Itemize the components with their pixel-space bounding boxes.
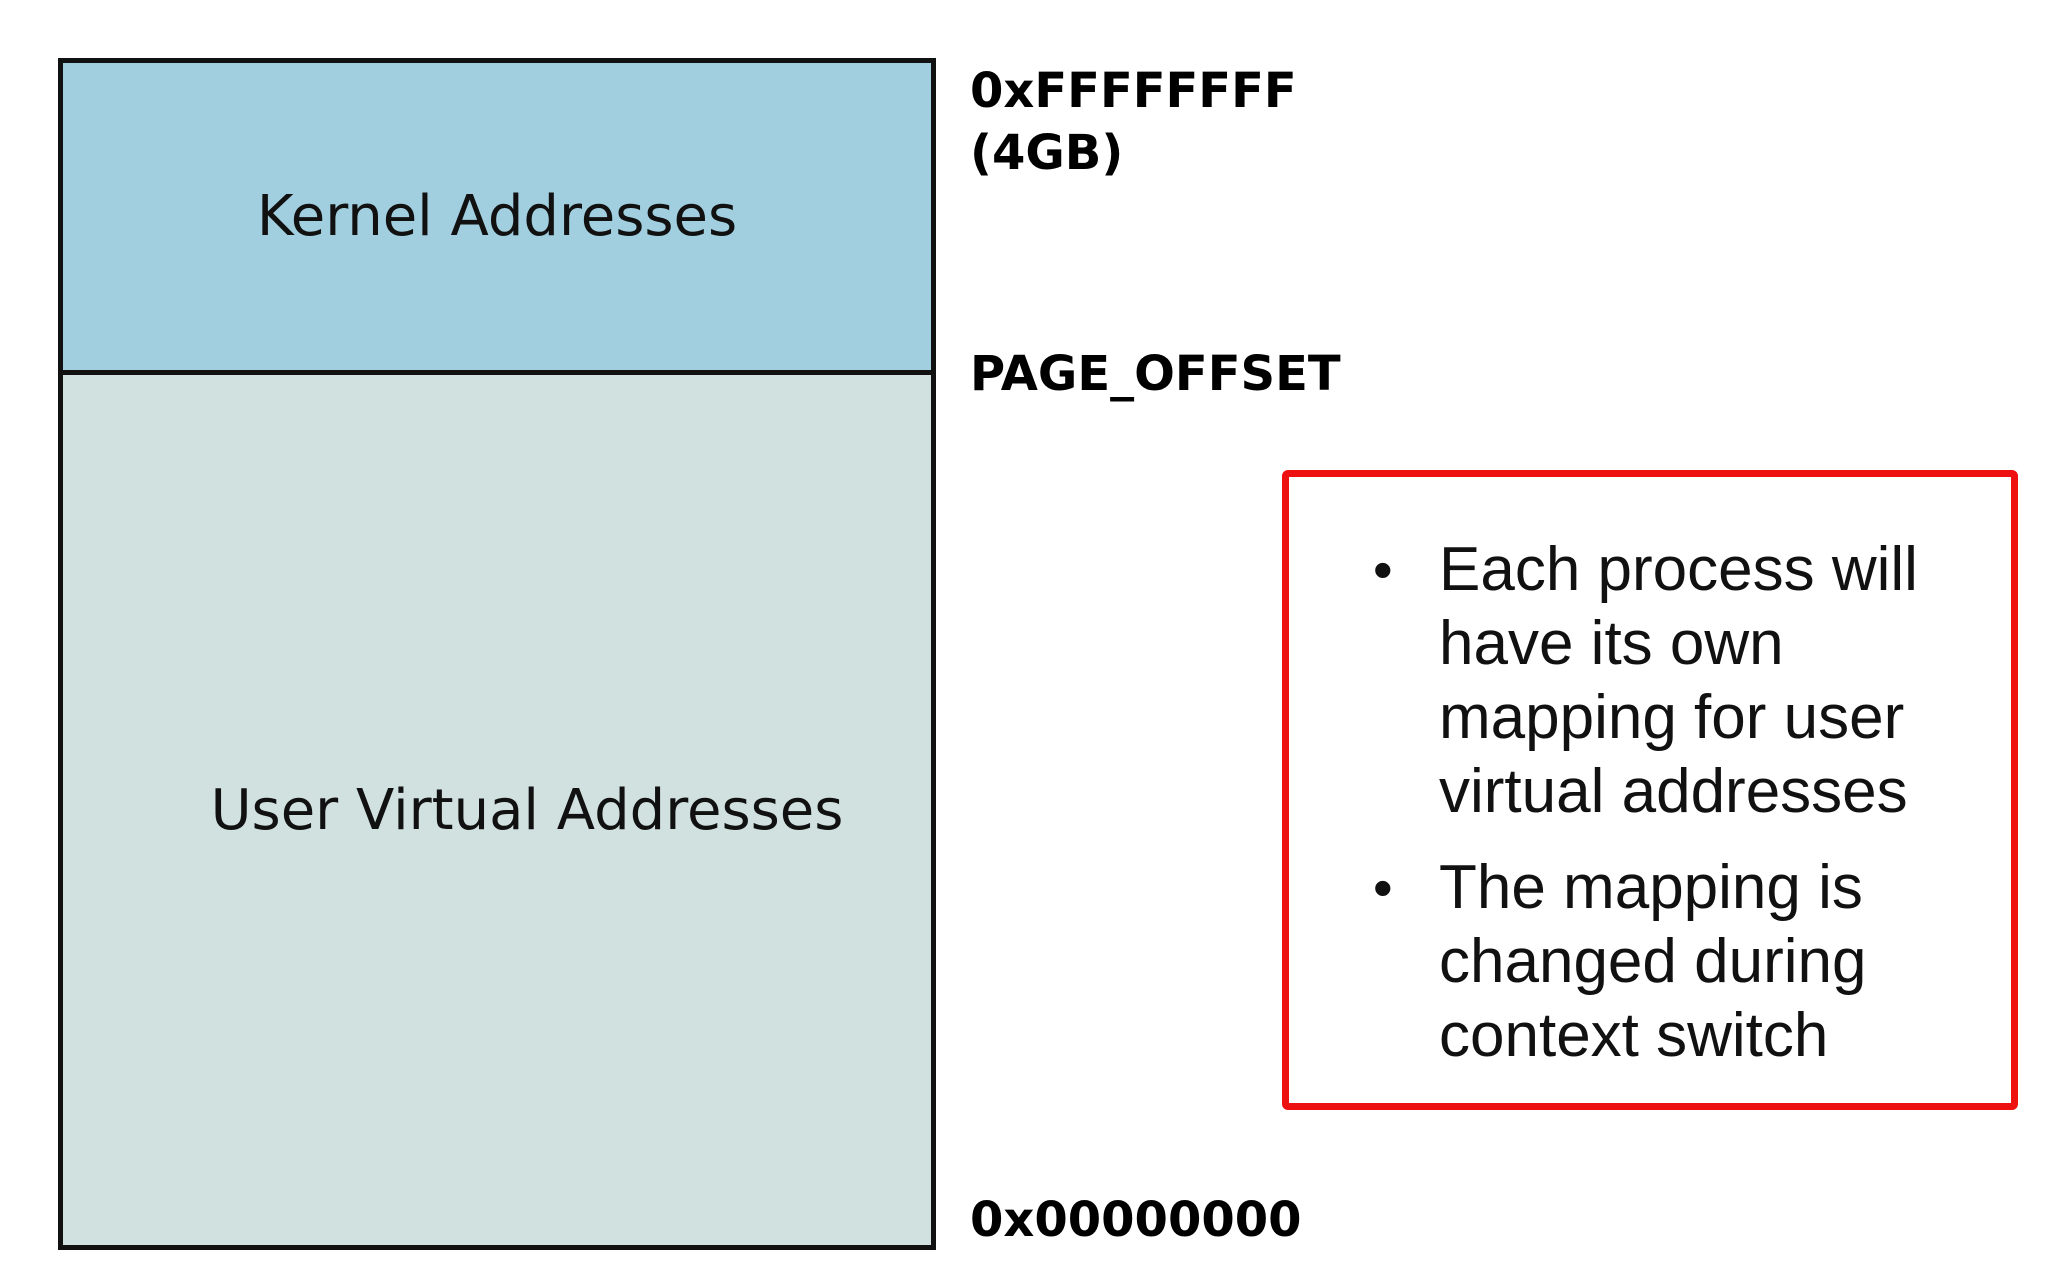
note-item: • The mapping is changed during context …	[1373, 851, 1981, 1073]
kernel-addresses-label: Kernel Addresses	[256, 184, 738, 249]
address-top-size-label: (4GB)	[970, 125, 1124, 181]
kernel-addresses-region: Kernel Addresses	[63, 63, 931, 375]
bullet-icon: •	[1373, 538, 1393, 601]
notes-list: • Each process will have its own mapping…	[1373, 533, 1981, 1073]
page-offset-label: PAGE_OFFSET	[970, 346, 1341, 402]
note-text: The mapping is changed during context sw…	[1439, 853, 1867, 1070]
user-virtual-addresses-label: User Virtual Addresses	[210, 777, 844, 843]
address-bottom-label: 0x00000000	[970, 1192, 1302, 1248]
user-virtual-addresses-region: User Virtual Addresses	[63, 375, 931, 1245]
memory-map: Kernel Addresses User Virtual Addresses	[58, 58, 936, 1250]
address-top-label: 0xFFFFFFFF	[970, 63, 1297, 119]
bullet-icon: •	[1373, 856, 1393, 919]
notes-box: • Each process will have its own mapping…	[1282, 470, 2018, 1110]
note-text: Each process will have its own mapping f…	[1439, 535, 1918, 826]
note-item: • Each process will have its own mapping…	[1373, 533, 1981, 829]
